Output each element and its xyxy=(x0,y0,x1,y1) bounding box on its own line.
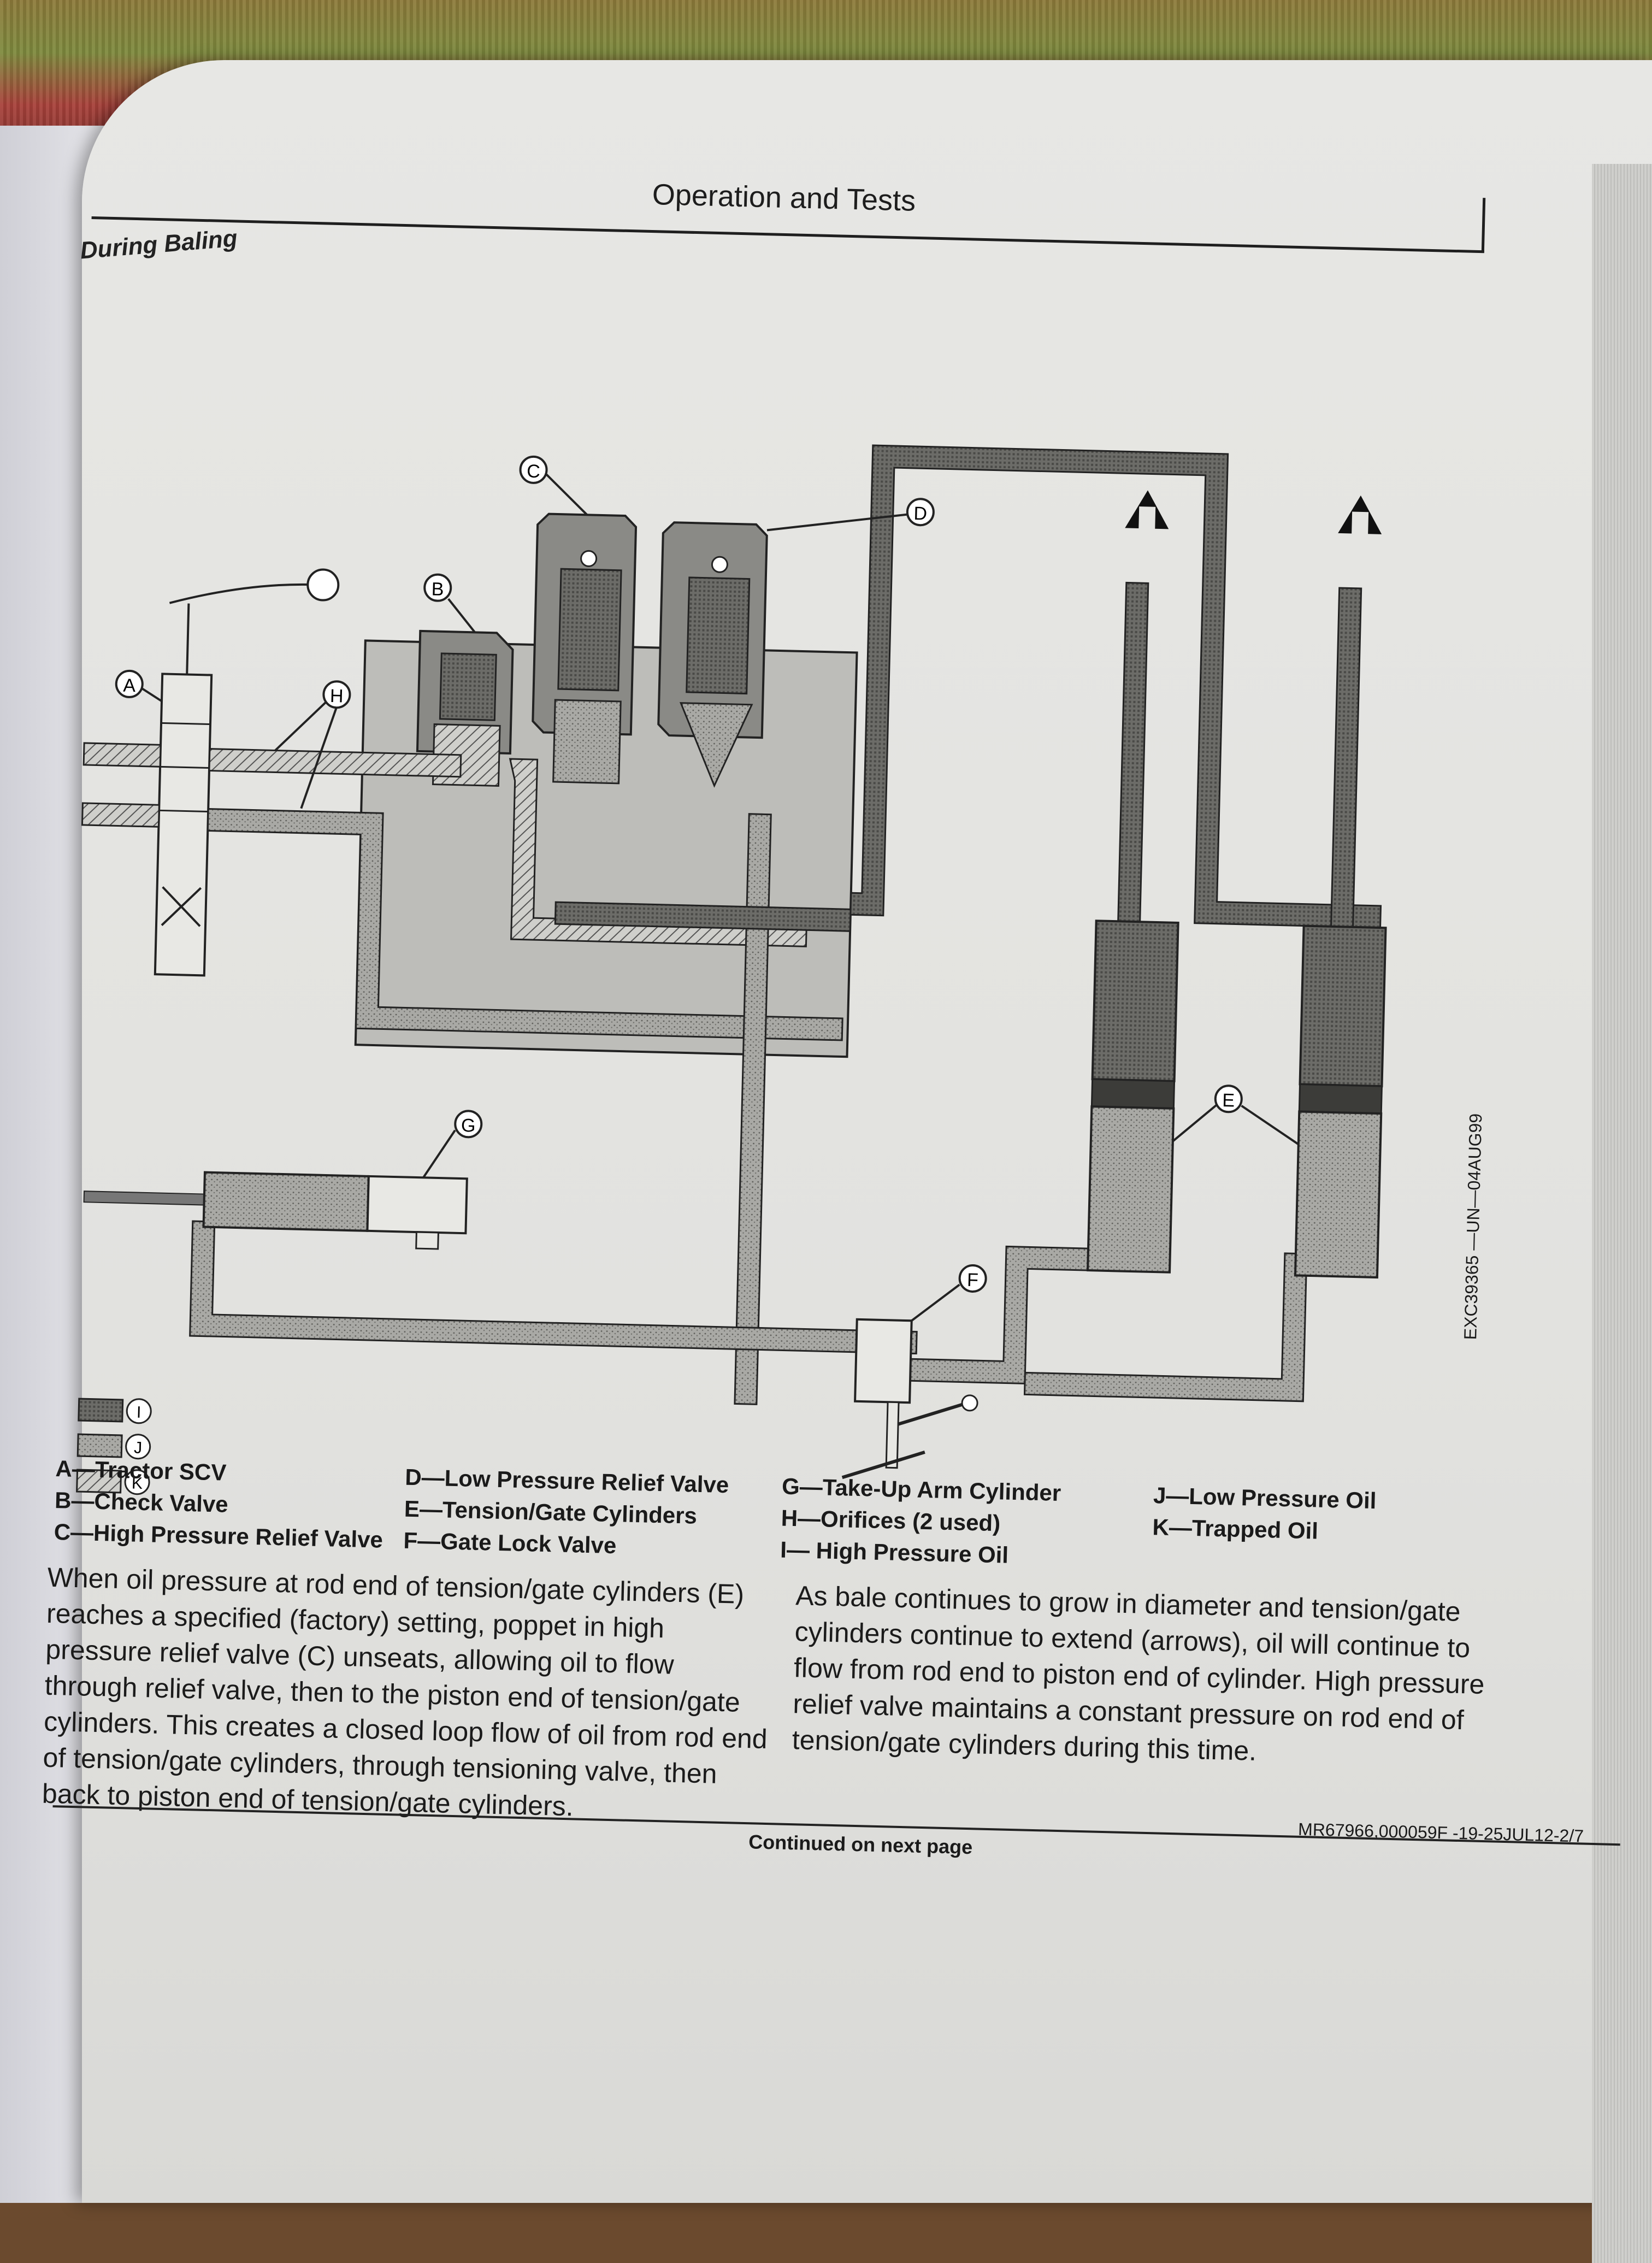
callout-f: F xyxy=(911,1264,987,1322)
tractor-scv xyxy=(154,568,340,977)
high-pressure-line-main xyxy=(554,901,852,932)
svg-text:D: D xyxy=(913,503,927,525)
legend-item: I— High Pressure Oil xyxy=(780,1536,1009,1568)
header-vertical-rule xyxy=(1481,198,1486,253)
callout-h: H xyxy=(274,680,351,809)
hose-lower xyxy=(81,802,160,828)
header-rule xyxy=(91,216,1484,254)
svg-text:B: B xyxy=(431,579,444,600)
legend-item: K—Trapped Oil xyxy=(1152,1514,1319,1544)
manual-page xyxy=(82,60,1652,2263)
low-pressure-relief-valve xyxy=(657,521,768,788)
check-valve xyxy=(416,629,514,787)
continued-note: Continued on next page xyxy=(748,1830,973,1859)
low-pressure-line-a xyxy=(206,808,843,1041)
low-pressure-riser xyxy=(734,813,772,1405)
svg-text:K: K xyxy=(132,1474,143,1492)
svg-text:C: C xyxy=(527,461,540,482)
high-pressure-relief-valve xyxy=(532,512,638,785)
svg-text:I: I xyxy=(137,1404,141,1422)
swatch-high-pressure: I xyxy=(78,1398,152,1424)
hydraulic-diagram: A B C D E F G xyxy=(76,444,1387,1495)
page-stack-edge xyxy=(1592,164,1652,2263)
trapped-oil-line xyxy=(208,748,462,778)
callout-a: A xyxy=(115,669,163,703)
legend-col-4: J—Low Pressure Oil K—Trapped Oil xyxy=(1152,1480,1377,1548)
svg-text:J: J xyxy=(134,1439,143,1457)
tension-gate-cylinder-left xyxy=(1087,490,1179,1274)
callout-e: E xyxy=(1172,1085,1299,1146)
legend-col-1: A—Tractor SCV B—Check Valve C—High Press… xyxy=(54,1453,385,1556)
legend-item: J—Low Pressure Oil xyxy=(1153,1482,1377,1514)
svg-text:F: F xyxy=(967,1270,979,1290)
svg-text:H: H xyxy=(330,686,344,707)
tension-gate-cylinder-right xyxy=(1294,495,1387,1279)
swatch-trapped-oil: K xyxy=(76,1469,150,1495)
callout-d: D xyxy=(766,498,935,532)
page-content: Operation and Tests During Baling xyxy=(42,164,1622,1894)
svg-text:A: A xyxy=(123,675,136,697)
body-paragraph-right: As bale continues to grow in diameter an… xyxy=(792,1580,1485,1766)
page-header-title: Operation and Tests xyxy=(652,178,916,217)
svg-text:G: G xyxy=(461,1115,476,1136)
swatch-low-pressure: J xyxy=(76,1433,151,1460)
take-up-arm-cylinder xyxy=(83,1171,468,1250)
hose-upper xyxy=(82,742,162,768)
callout-b: B xyxy=(423,573,476,633)
legend-col-2: D—Low Pressure Relief Valve E—Tension/Ga… xyxy=(403,1461,729,1564)
gate-lock-valve xyxy=(841,1318,978,1480)
legend-col-3: G—Take-Up Arm Cylinder H—Orifices (2 use… xyxy=(780,1471,1061,1572)
callout-g: G xyxy=(422,1110,483,1178)
svg-text:E: E xyxy=(1222,1090,1235,1111)
body-paragraph-left: When oil pressure at rod end of tension/… xyxy=(42,1561,768,1822)
return-line xyxy=(189,1220,918,1355)
callout-c: C xyxy=(519,455,588,516)
